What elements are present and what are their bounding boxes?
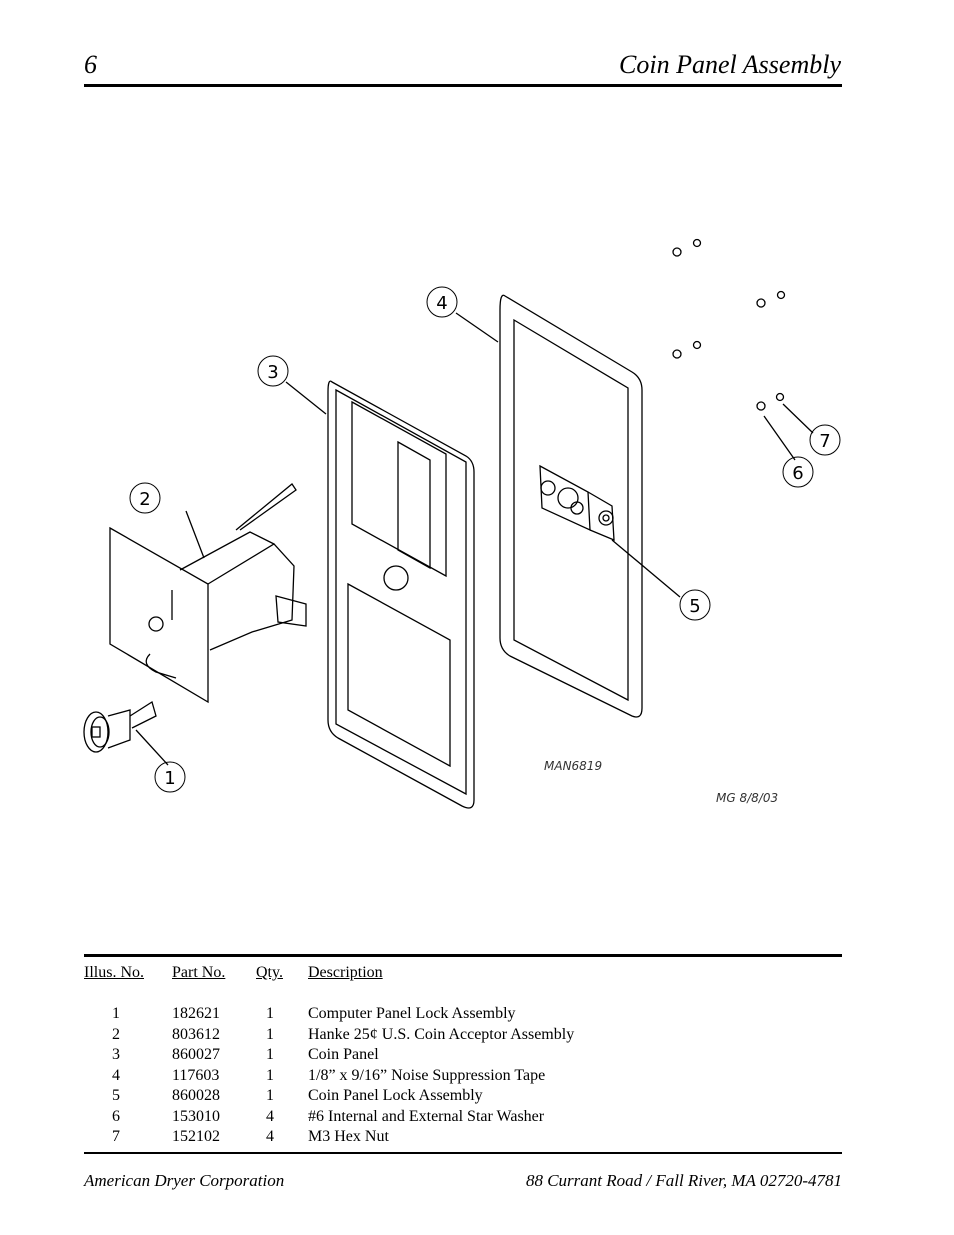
callout-6: 6 bbox=[792, 463, 803, 484]
footer-address: 88 Currant Road / Fall River, MA 02720-4… bbox=[525, 1171, 842, 1190]
parts-table: 1 182621 1 Computer Panel Lock Assembly … bbox=[0, 1005, 954, 1150]
computer-panel-lock bbox=[83, 700, 157, 753]
qty: 4 bbox=[266, 1128, 274, 1145]
part-no: 117603 bbox=[172, 1066, 220, 1084]
callout-7: 7 bbox=[819, 431, 830, 452]
description: #6 Internal and External Star Washer bbox=[308, 1107, 545, 1125]
part-no: 860028 bbox=[172, 1087, 220, 1104]
drafter-date: MG 8/8/03 bbox=[716, 791, 778, 805]
qty: 4 bbox=[266, 1107, 274, 1125]
table-top-rule bbox=[84, 954, 842, 957]
callout-1: 1 bbox=[164, 768, 175, 789]
illus-no: 7 bbox=[112, 1128, 120, 1145]
footer-company: American Dryer Corporation bbox=[84, 1171, 285, 1190]
coin-panel-lock-assembly bbox=[539, 464, 615, 541]
qty: 1 bbox=[266, 1025, 274, 1043]
page-number: 6 bbox=[84, 50, 97, 79]
callout-4: 4 bbox=[436, 293, 447, 314]
description: Coin Panel bbox=[308, 1046, 379, 1063]
column-header-qty: Qty. bbox=[256, 964, 283, 981]
column-header-illus: Illus. No. bbox=[84, 964, 144, 981]
coin-panel bbox=[327, 380, 475, 809]
description: Computer Panel Lock Assembly bbox=[308, 1005, 516, 1022]
part-no: 860027 bbox=[172, 1046, 220, 1063]
illus-no: 4 bbox=[112, 1066, 120, 1084]
illus-no: 5 bbox=[112, 1087, 120, 1104]
qty: 1 bbox=[266, 1046, 274, 1063]
part-no: 152102 bbox=[172, 1128, 220, 1145]
description: M3 Hex Nut bbox=[308, 1128, 389, 1145]
description: Coin Panel Lock Assembly bbox=[308, 1087, 483, 1104]
description: Hanke 25¢ U.S. Coin Acceptor Assembly bbox=[308, 1025, 575, 1043]
qty: 1 bbox=[266, 1066, 274, 1084]
callout-5: 5 bbox=[689, 596, 700, 617]
description: 1/8” x 9/16” Noise Suppression Tape bbox=[308, 1066, 546, 1084]
callout-3: 3 bbox=[267, 362, 278, 383]
drawing-number: MAN6819 bbox=[544, 759, 602, 773]
page-title: Coin Panel Assembly bbox=[619, 50, 841, 79]
column-header-description: Description bbox=[308, 964, 383, 981]
noise-suppression-tape bbox=[499, 294, 643, 718]
qty: 1 bbox=[266, 1087, 274, 1104]
exploded-parts-diagram: 1 2 3 4 5 6 7 MAN6819 MG 8/8/03 bbox=[83, 238, 841, 809]
illus-no: 1 bbox=[112, 1005, 120, 1022]
illus-no: 3 bbox=[112, 1046, 120, 1063]
column-header-part: Part No. bbox=[172, 964, 226, 981]
coin-acceptor bbox=[109, 483, 307, 704]
footer-rule bbox=[84, 1152, 842, 1154]
part-no: 182621 bbox=[172, 1005, 220, 1022]
leader-lines bbox=[135, 312, 814, 766]
washers-and-nuts bbox=[672, 238, 786, 411]
qty: 1 bbox=[266, 1005, 274, 1022]
part-no: 803612 bbox=[172, 1025, 220, 1043]
callout-2: 2 bbox=[139, 489, 150, 510]
illus-no: 6 bbox=[112, 1107, 120, 1125]
illus-no: 2 bbox=[112, 1025, 120, 1043]
header-rule bbox=[84, 84, 842, 87]
part-no: 153010 bbox=[172, 1107, 220, 1125]
